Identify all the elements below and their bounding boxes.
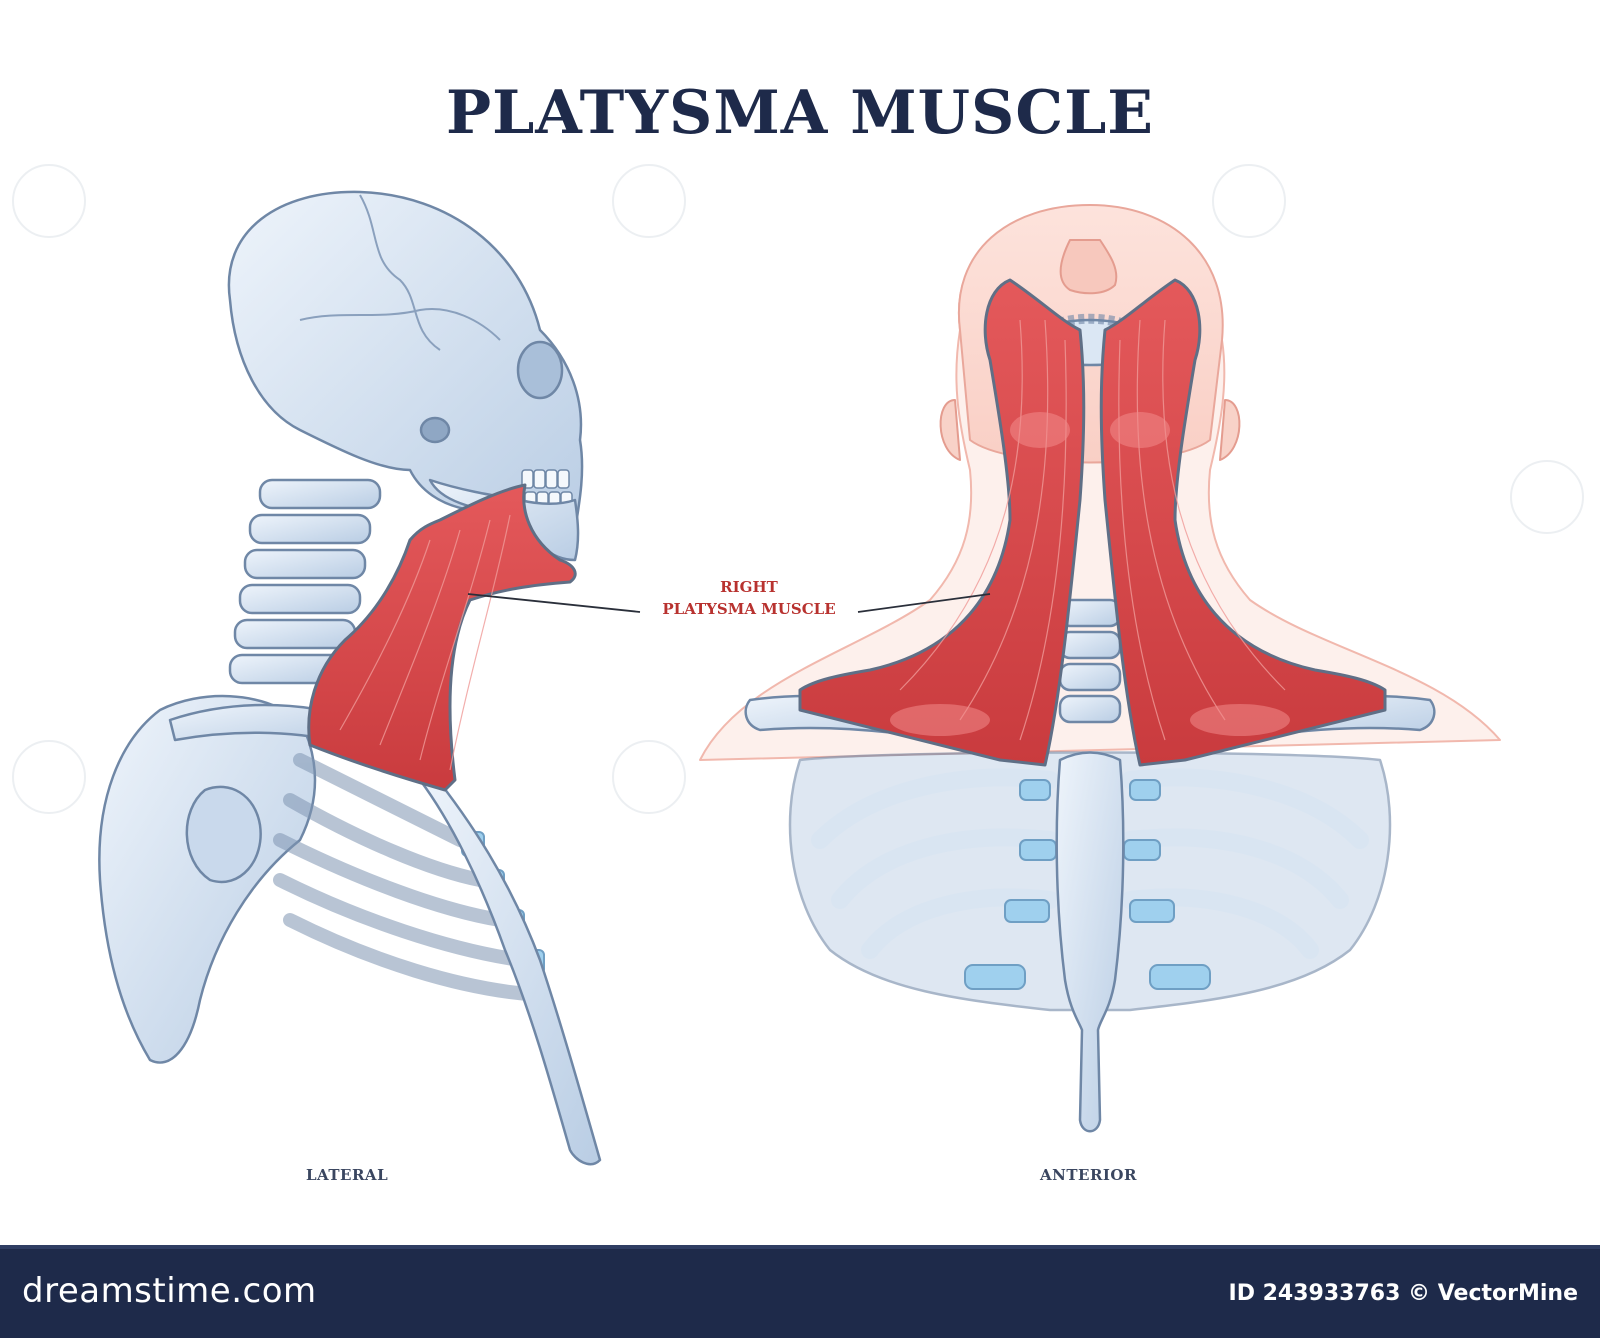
anterior-view [699,204,1501,1133]
lateral-orbit [516,340,564,400]
lateral-humerus-head [185,785,262,884]
anterior-platysma-left [798,278,1086,767]
lateral-skull-suture [299,308,501,341]
lateral-view [98,190,602,1166]
brand-logo[interactable]: dreamstime.com [22,1271,317,1311]
callout-line-1: RIGHT [720,578,778,596]
watermark-spiral [12,164,86,238]
footer-bar: dreamstime.com ID 243933763 © VectorMine [0,1245,1600,1338]
lateral-label: LATERAL [306,1166,389,1184]
lateral-ear-canal [419,416,451,444]
lateral-sternum [418,768,602,1166]
anterior-muscle-highlight [1190,704,1290,736]
watermark-spiral [612,164,686,238]
callout-line-2: PLATYSMA MUSCLE [662,600,836,618]
anterior-rib-cartilage [964,779,1211,990]
anterior-platysma-right [1099,278,1387,767]
anterior-nose [1059,239,1118,295]
lateral-cervical-spine [228,478,382,685]
watermark-spiral [612,740,686,814]
lateral-ribs [273,753,547,1002]
anterior-muscle-highlight [1110,412,1170,448]
lateral-skull-suture [359,194,441,351]
watermark-spiral [1212,164,1286,238]
anatomy-illustration [98,190,1501,1166]
anterior-ear-right [1219,399,1241,461]
watermark-spiral [12,740,86,814]
anterior-muscle-highlight [1010,412,1070,448]
anterior-label: ANTERIOR [1040,1166,1137,1184]
anterior-ribs [811,768,1369,959]
anterior-muscle-fibers [899,319,1286,741]
anterior-ear-left [939,399,961,461]
lateral-muscle-fibers [339,514,511,771]
page-title: PLATYSMA MUSCLE [446,78,1154,148]
callout-leader-line [467,593,991,613]
anterior-sternum [1055,751,1125,1133]
lateral-platysma-muscle [307,483,577,792]
anterior-muscle-highlight [890,704,990,736]
watermark-spiral [1510,460,1584,534]
callout-label: RIGHT PLATYSMA MUSCLE [640,576,858,620]
image-id: ID 243933763 © VectorMine [1228,1281,1578,1306]
